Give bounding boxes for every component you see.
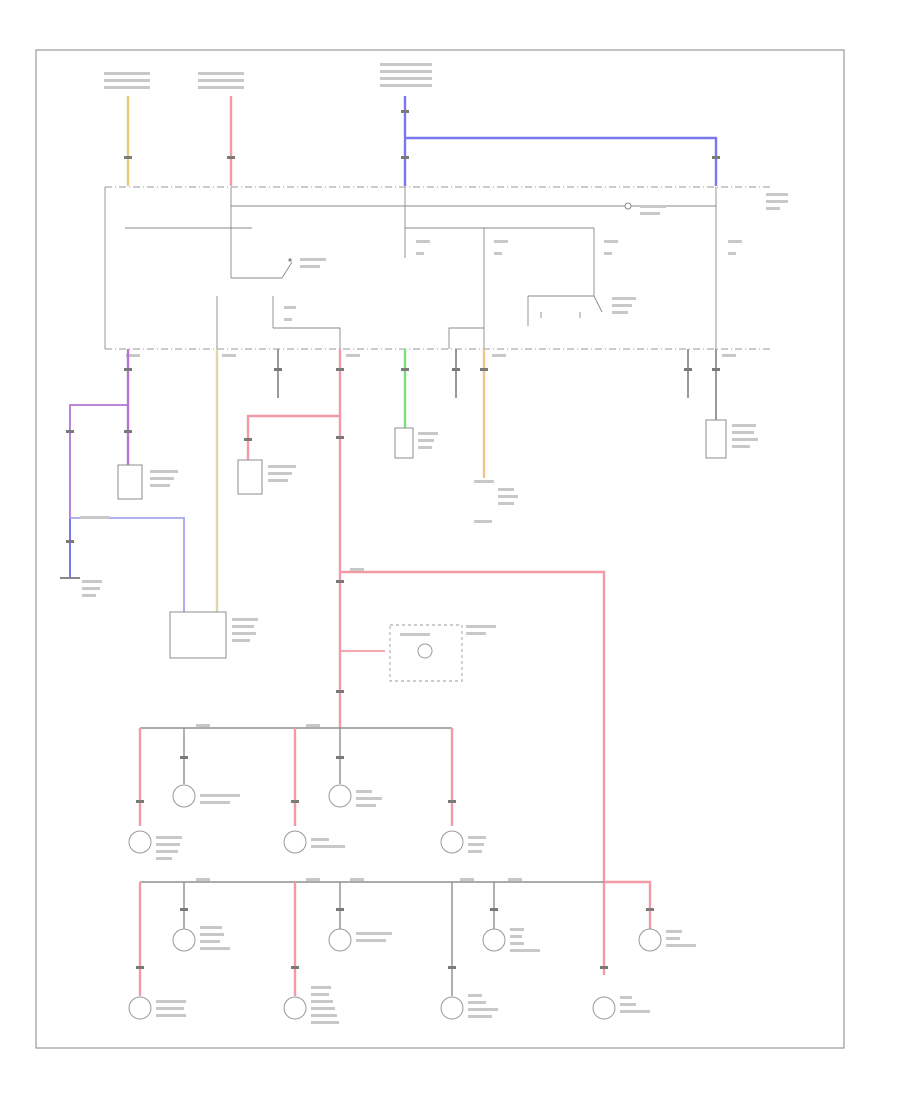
connector-ticks [66,110,720,693]
lamp-b8 [592,996,616,1020]
component-block-1 [117,464,143,500]
lamp-a4 [283,830,307,854]
lamp-b4 [638,928,662,952]
lamp-b6 [283,996,307,1020]
top-feed-labels [104,63,432,89]
lower-connector-ticks [136,756,654,969]
indicator-bulb [417,643,433,659]
upper-components [60,419,758,682]
switch-block [169,611,227,659]
diagram-frame [35,49,845,1049]
lamp-a2 [328,784,352,808]
lamp-b7 [440,996,464,1020]
lamp-b3 [482,928,506,952]
lamp-a3 [128,830,152,854]
component-block-3 [394,427,414,459]
dashed-component [389,624,463,682]
component-block-4 [705,419,727,459]
fuse-box-internals [125,187,742,357]
lamp-b2 [328,928,352,952]
lamps-row-b [128,926,696,1024]
fuse-box [104,186,788,350]
lamps-row-a [128,784,486,860]
bus-b [138,878,652,996]
bus-a [138,724,454,826]
lamp-b1 [172,928,196,952]
lamp-a1 [172,784,196,808]
lamp-b5 [128,996,152,1020]
component-block-2 [237,459,263,495]
drop-wires [69,349,717,975]
top-feed-wires [126,96,718,186]
lamp-a5 [440,830,464,854]
